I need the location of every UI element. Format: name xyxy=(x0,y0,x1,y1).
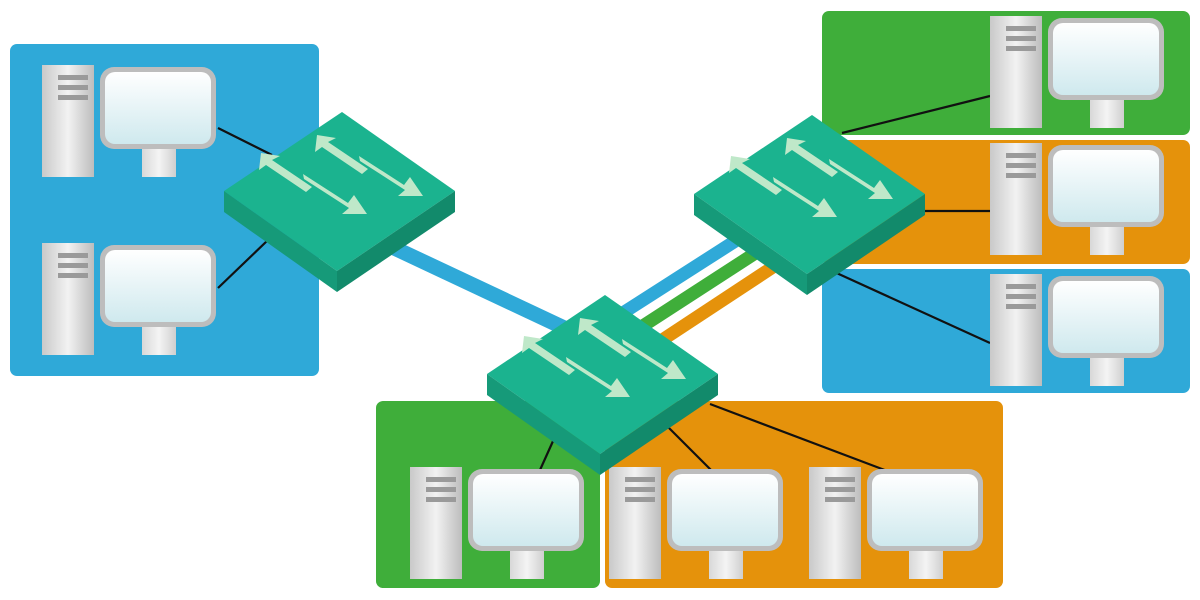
trunk-left-blue xyxy=(386,239,579,340)
cable xyxy=(829,268,991,345)
cable xyxy=(841,94,991,135)
trunk-right-orange xyxy=(646,259,780,354)
trunk-right-blue xyxy=(611,232,744,324)
cable xyxy=(709,402,891,474)
trunk-links xyxy=(386,232,780,354)
cable xyxy=(217,127,273,156)
access-cables xyxy=(217,94,991,474)
cable xyxy=(664,423,713,472)
trunk-right-green xyxy=(628,246,761,339)
cable xyxy=(217,239,269,289)
